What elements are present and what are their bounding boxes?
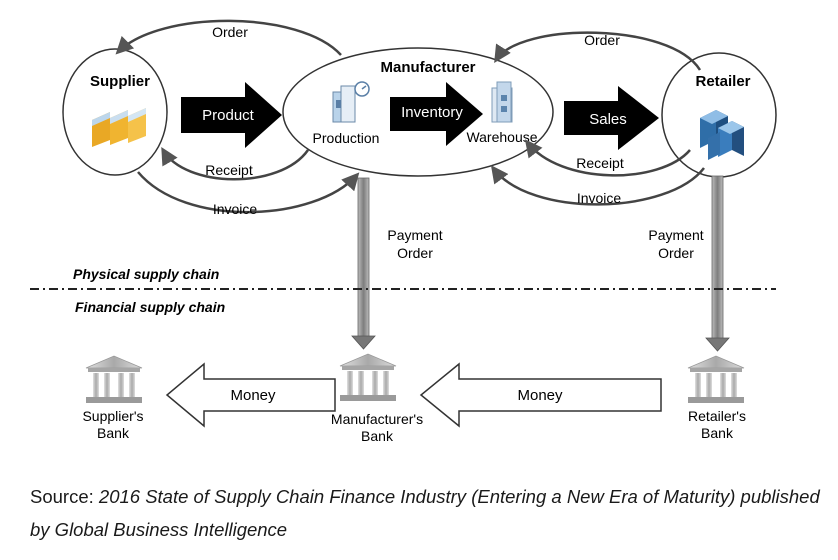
server-stack-icon — [700, 110, 744, 160]
suppliers-bank-label-line2: Bank — [97, 425, 130, 441]
manufacturers-bank-icon — [339, 353, 397, 401]
inventory-label: Inventory — [401, 104, 463, 121]
receipt-left-curve — [161, 146, 310, 181]
order-right-curve — [494, 31, 702, 71]
product-label: Product — [202, 107, 255, 124]
payment-order-right-arrow — [705, 175, 730, 352]
warehouse-building-icon — [491, 81, 513, 123]
order-right-label: Order — [584, 32, 620, 48]
invoice-left-curve — [137, 171, 360, 214]
physical-supply-chain-label: Physical supply chain — [73, 266, 219, 282]
product-arrow — [181, 82, 282, 148]
payment-order-right-label-line1: Payment — [648, 227, 703, 243]
inventory-arrow — [390, 82, 483, 146]
supplier-node — [62, 48, 168, 176]
retailers-bank-label-line1: Retailer's — [688, 408, 746, 424]
money-right-arrow — [419, 362, 662, 428]
manufacturer-label: Manufacturer — [380, 59, 475, 76]
suppliers-bank-label-line1: Supplier's — [82, 408, 143, 424]
payment-order-left-label-line2: Order — [397, 245, 433, 261]
source-caption: Source: 2016 State of Supply Chain Finan… — [30, 480, 820, 546]
sales-label: Sales — [589, 111, 627, 128]
folders-icon — [92, 108, 146, 147]
order-left-label: Order — [212, 24, 248, 40]
receipt-right-label: Receipt — [576, 155, 624, 171]
retailer-label: Retailer — [695, 73, 750, 90]
manufacturers-bank-label-line2: Bank — [361, 428, 394, 444]
retailers-bank-label-line2: Bank — [701, 425, 734, 441]
invoice-right-curve — [490, 165, 705, 206]
factory-icon — [332, 81, 370, 123]
money-right-label: Money — [517, 387, 563, 404]
source-prefix: Source: — [30, 486, 99, 507]
retailers-bank-icon — [687, 355, 745, 403]
supplier-label: Supplier — [90, 73, 150, 90]
manufacturers-bank-label-line1: Manufacturer's — [331, 411, 423, 427]
sales-arrow — [564, 86, 659, 150]
payment-order-right-label-line2: Order — [658, 245, 694, 261]
invoice-right-label: Invoice — [577, 190, 622, 206]
warehouse-label: Warehouse — [466, 129, 537, 145]
source-text: 2016 State of Supply Chain Finance Indus… — [30, 486, 820, 540]
order-left-curve — [115, 19, 342, 56]
suppliers-bank-icon — [85, 355, 143, 403]
money-left-label: Money — [230, 387, 276, 404]
payment-order-left-arrow — [351, 177, 376, 350]
production-label: Production — [313, 130, 380, 146]
receipt-left-label: Receipt — [205, 162, 253, 178]
payment-order-left-label-line1: Payment — [387, 227, 442, 243]
money-left-arrow — [165, 362, 336, 428]
receipt-right-curve — [524, 139, 691, 177]
financial-supply-chain-label: Financial supply chain — [75, 299, 225, 315]
invoice-left-label: Invoice — [213, 201, 258, 217]
